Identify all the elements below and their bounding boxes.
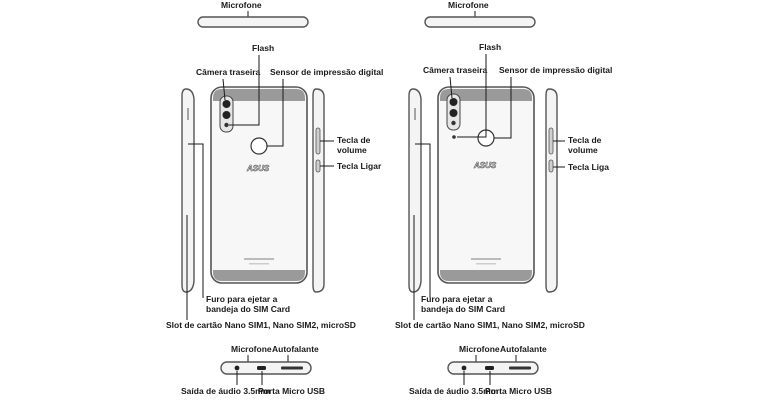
label-speaker: Autofalante <box>272 344 319 354</box>
fingerprint-sensor <box>250 137 268 155</box>
regulatory-text-2 <box>476 263 496 265</box>
label-power: Tecla Liga <box>568 162 609 172</box>
label-flash: Flash <box>252 43 274 53</box>
label-flash: Flash <box>479 42 501 52</box>
label-microfone-bottom: Microfone <box>231 344 272 354</box>
label-line-2: volume <box>568 145 598 155</box>
top-edge-view-right: Microfone <box>424 0 536 28</box>
bottom-antenna-band <box>440 270 532 281</box>
brand-logo: ASUS <box>473 161 497 170</box>
speaker-grille <box>281 366 303 370</box>
phone-top-edge <box>424 16 536 28</box>
leader-flash <box>457 54 487 138</box>
label-camera: Câmera traseira <box>423 65 488 75</box>
regulatory-text <box>471 258 501 260</box>
bottom-antenna-band <box>213 270 305 281</box>
power-key <box>315 159 321 173</box>
leader-camera <box>449 76 453 99</box>
label-speaker: Autofalante <box>500 344 547 354</box>
label-sensor: Sensor de impressão digital <box>499 65 612 75</box>
leader-sim-hole <box>415 143 431 298</box>
camera-lens-2 <box>222 111 231 119</box>
label-line-2: bandeja do SIM Card <box>421 304 505 314</box>
flash-led <box>452 135 456 139</box>
phone-top-edge <box>197 16 309 28</box>
regulatory-text-2 <box>249 263 269 265</box>
label-camera: Câmera traseira <box>196 67 261 77</box>
camera-lens-1 <box>222 100 231 108</box>
label-microfone-top: Microfone <box>448 0 489 10</box>
top-edge-view-left: Microfone <box>197 0 309 28</box>
leader-flash <box>229 55 260 126</box>
label-sensor: Sensor de impressão digital <box>270 67 383 77</box>
bottom-edge-view-left: Microfone Autofalante Saída de áudio 3.5… <box>181 344 325 396</box>
leader-camera <box>222 78 226 101</box>
label-line-2: bandeja do SIM Card <box>206 304 290 314</box>
panel-right: Microfone ASUS Flash <box>395 0 612 396</box>
camera-lens-3 <box>451 120 456 126</box>
volume-key <box>315 127 321 155</box>
brand-logo: ASUS <box>246 164 270 173</box>
leader-sim-hole <box>188 143 204 298</box>
regulatory-text <box>244 258 274 260</box>
label-usb: Porta Micro USB <box>258 386 325 396</box>
flash-led <box>224 122 229 128</box>
phone-right-side <box>545 88 558 293</box>
camera-lens-2 <box>449 109 458 117</box>
left-side-view-left <box>181 88 195 293</box>
audio-jack <box>234 365 240 371</box>
phone-right-side <box>312 88 325 293</box>
audio-jack <box>461 365 467 371</box>
leader-sensor <box>494 77 512 139</box>
phone-left-side <box>408 88 422 293</box>
label-line-2: volume <box>337 145 367 155</box>
label-usb: Porta Micro USB <box>485 386 552 396</box>
left-side-view-right <box>408 88 422 293</box>
phone-left-side <box>181 88 195 293</box>
label-sim-slot: Slot de cartão Nano SIM1, Nano SIM2, mic… <box>166 320 356 330</box>
micro-usb-port <box>485 366 494 370</box>
right-side-view-right <box>545 88 558 293</box>
speaker-grille <box>509 366 531 370</box>
label-microfone-bottom: Microfone <box>459 344 500 354</box>
label-sim-slot: Slot de cartão Nano SIM1, Nano SIM2, mic… <box>395 320 585 330</box>
micro-usb-port <box>257 366 266 370</box>
label-power: Tecla Ligar <box>337 161 382 171</box>
label-microfone-top: Microfone <box>221 0 262 10</box>
leader-sensor <box>267 79 284 147</box>
panel-left: Microfone ASUS <box>166 0 383 396</box>
camera-lens-1 <box>449 98 458 106</box>
right-side-view-left <box>312 88 325 293</box>
label-audio: Saída de áudio 3.5mm <box>409 386 499 396</box>
label-audio: Saída de áudio 3.5mm <box>181 386 271 396</box>
bottom-edge-view-right: Microfone Autofalante Saída de áudio 3.5… <box>409 344 552 396</box>
volume-key <box>548 127 554 155</box>
power-key <box>548 159 554 173</box>
